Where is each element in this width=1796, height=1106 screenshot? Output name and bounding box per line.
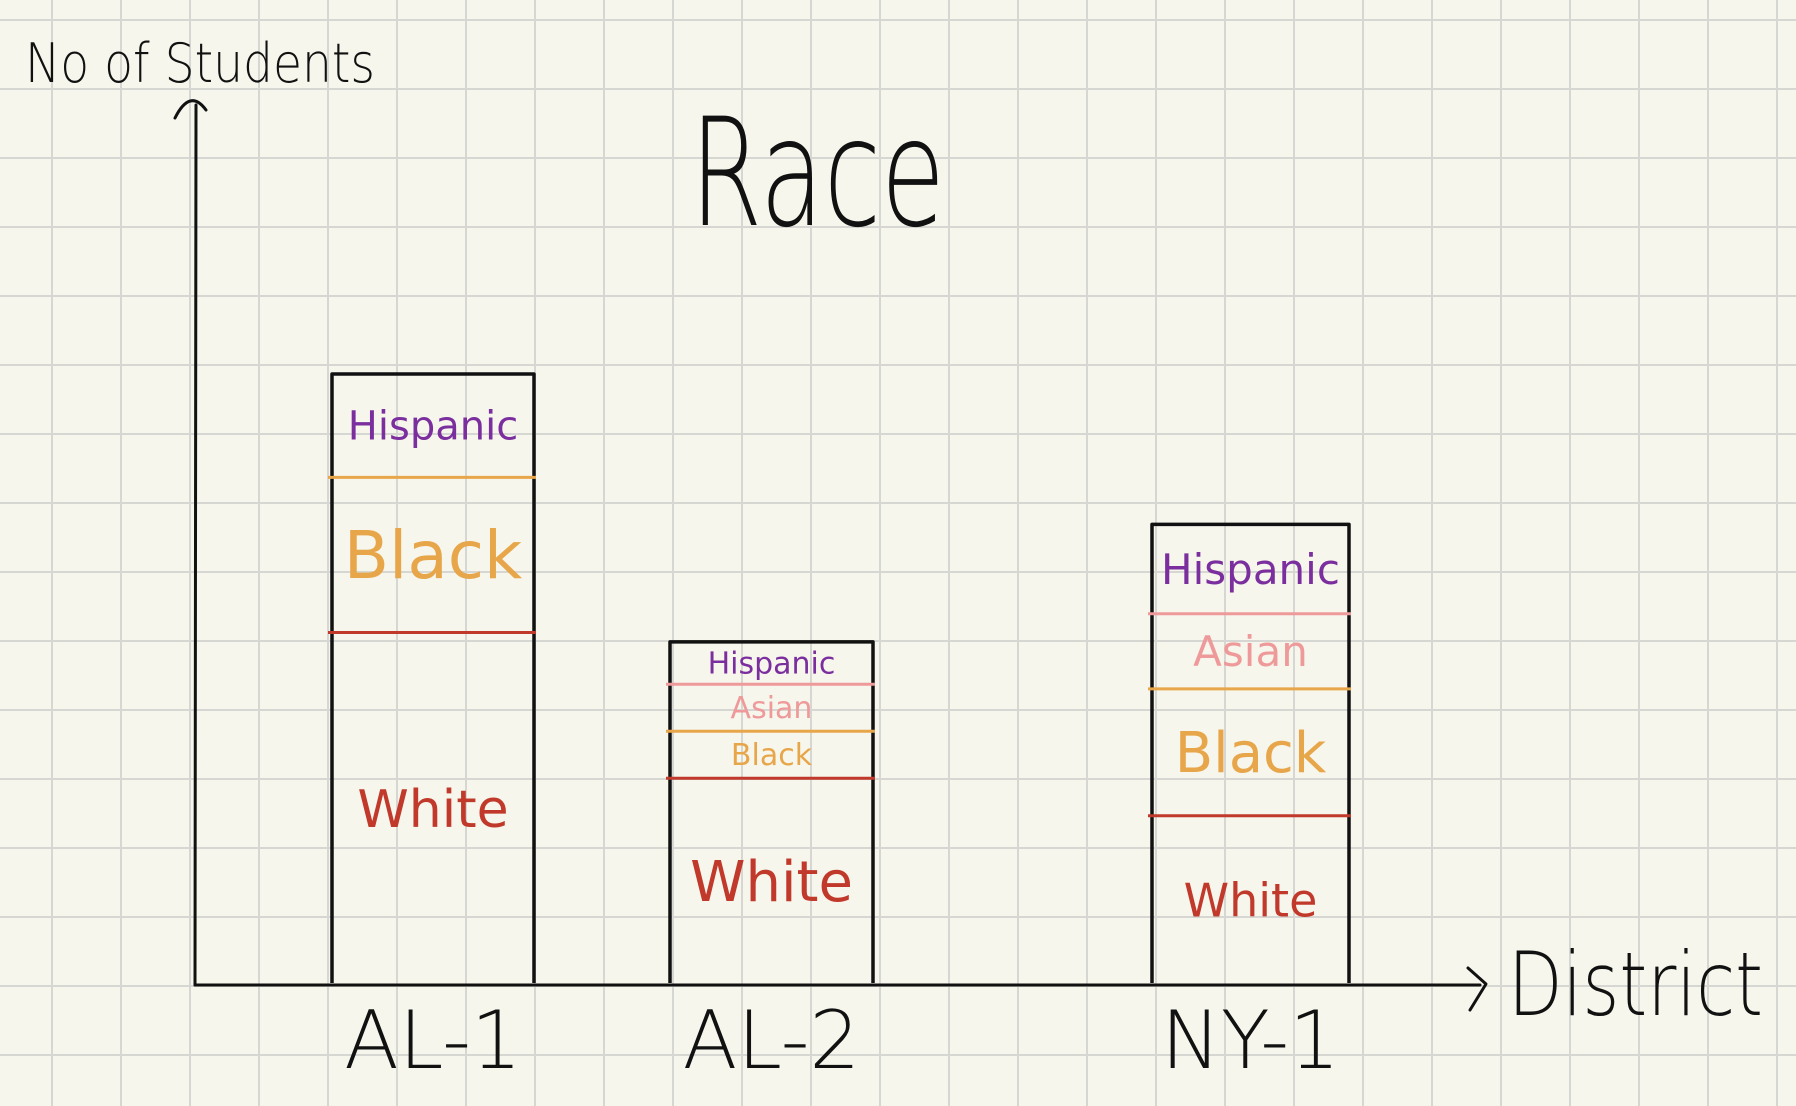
segment-label-hispanic: Hispanic	[1161, 545, 1340, 594]
bar-outline	[330, 372, 536, 983]
category-label: NY-1	[1161, 994, 1340, 1087]
category-label: AL-1	[344, 994, 522, 1087]
y-axis-line	[193, 103, 198, 987]
axes	[173, 99, 1488, 1012]
segment-label-black: Black	[1175, 721, 1327, 786]
y-axis-arrow-icon	[173, 99, 208, 120]
segment-label-asian: Asian	[1193, 627, 1308, 676]
chart-title: Race	[690, 87, 945, 261]
y-axis-label: No of Students	[25, 32, 375, 95]
segment-label-hispanic: Hispanic	[348, 404, 518, 450]
bar-outline	[1150, 522, 1351, 983]
segment-label-white: White	[1184, 874, 1318, 928]
segment-label-asian: Asian	[731, 691, 813, 726]
x-axis-label: District	[1508, 933, 1763, 1036]
x-axis-arrow-icon	[1466, 966, 1488, 1012]
segment-label-black: Black	[731, 738, 813, 773]
segment-label-hispanic: Hispanic	[708, 647, 836, 682]
bar-outline	[668, 640, 875, 983]
stacked-bars: WhiteBlackHispanicAL-1WhiteBlackAsianHis…	[328, 372, 1351, 1087]
segment-label-white: White	[690, 850, 853, 915]
category-label: AL-2	[683, 994, 861, 1087]
segment-label-black: Black	[344, 517, 523, 594]
segment-label-white: White	[357, 780, 508, 840]
